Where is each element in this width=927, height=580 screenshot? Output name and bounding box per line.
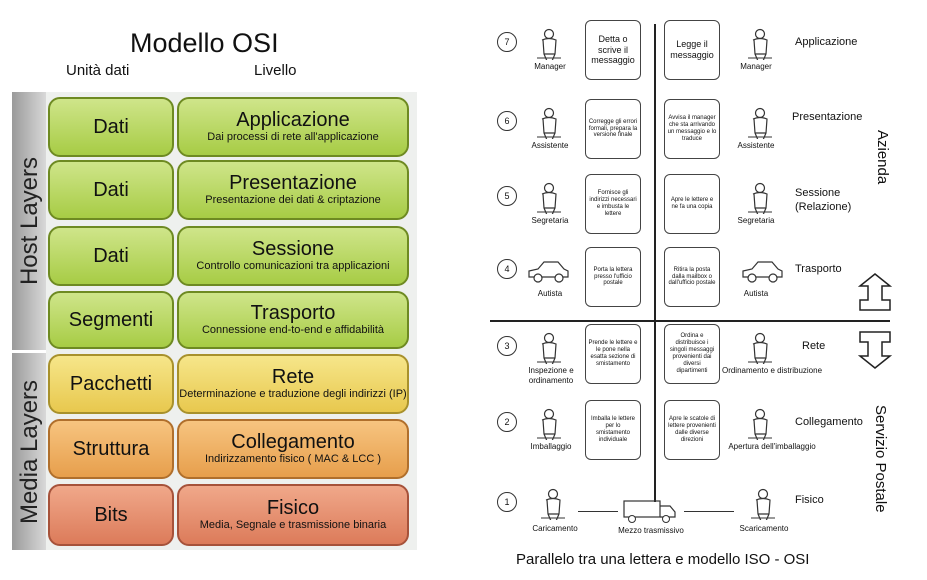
caption: Parallelo tra una lettera e modello ISO … [516,551,810,568]
horizontal-divider [490,320,890,322]
layer-description: Presentazione dei dati & criptazione [205,193,381,206]
left-task-box: Imballa le lettere per lo smistamento in… [585,400,641,460]
left-task-box: Porta la lettera presso l'ufficio postal… [585,247,641,307]
unit-cell: Dati [48,97,174,157]
down-arrow-icon [858,331,892,369]
left-figure-label: Manager [534,62,566,71]
person-icon [748,332,772,364]
row-number: 4 [497,259,517,279]
layer-description: Media, Segnale e trasmissione binaria [199,518,387,531]
person-icon [748,408,772,440]
layer-label: Fisico [795,494,824,506]
layer-label: Collegamento [795,416,863,428]
right-task-box: Ordina e distribuisce i singoli messaggi… [664,324,720,384]
layer-name: Applicazione [236,108,350,131]
person-icon [537,107,561,139]
left-task-box: Fornisce gli indirizzi necessari e imbus… [585,174,641,234]
person-icon [748,182,772,214]
layer-label: Rete [802,340,826,352]
unit-cell: Segmenti [48,291,174,349]
left-figure-label: Inspezione e ordinamento [528,366,574,385]
host-layers-label: Host Layers [12,92,48,350]
person-icon [751,488,775,520]
right-figure-label: Segretaria [737,216,775,225]
person-icon [748,107,772,139]
unit-cell: Bits [48,484,174,546]
right-task-box: Legge il messaggio [664,20,720,80]
left-task-box: Corregge gli errori formali, prepara la … [585,99,641,159]
left-figure-label: Caricamento [532,524,578,533]
layer-description: Controllo comunicazioni tra applicazioni [196,259,390,272]
layer-label: Applicazione [795,36,858,48]
up-arrow-icon [858,273,892,311]
layer-name: Collegamento [231,430,355,453]
person-icon [537,408,561,440]
left-task-box: Prende le lettere e le pone nella esatta… [585,324,641,384]
right-task-box: Apre le lettere e ne fa una copia [664,174,720,234]
layer-label: Presentazione [792,111,863,123]
transmission-arrow-right [684,511,734,512]
layer-label: Sessione (Relazione) [795,187,852,213]
right-figure-label: Apertura dell'imballaggio [728,442,816,451]
unit-cell: Dati [48,226,174,286]
vertical-divider [654,24,656,502]
row-number: 1 [497,492,517,512]
layer-name: Fisico [266,496,320,519]
right-figure-label: Scaricamento [739,524,789,533]
person-icon [537,28,561,60]
person-icon [537,182,561,214]
layer-description: Determinazione e traduzione degli indiri… [179,387,407,400]
layer-name: Presentazione [229,171,357,194]
car-icon [528,261,569,283]
transmission-arrow-left [578,511,618,512]
row-number: 7 [497,32,517,52]
person-icon [537,332,561,364]
car-icon [742,261,783,283]
right-figure-label: Ordinamento e distribuzione [721,366,823,375]
left-task-box: Detta o scrive il messaggio [585,20,641,80]
layer-description: Dai processi di rete all'applicazione [207,130,379,143]
left-figure-label: Imballaggio [530,442,572,451]
unit-header: Unità dati [66,62,130,79]
right-task-box: Apre le scatole di lettere provenienti d… [664,400,720,460]
person-icon [748,28,772,60]
level-header: Livello [254,62,297,79]
right-task-box: Ritira la posta dalla mailbox o dall'uff… [664,247,720,307]
left-figure-label: Segretaria [531,216,569,225]
unit-cell: Dati [48,160,174,220]
layer-name: Rete [271,365,315,388]
azienda-label: Azienda [874,130,891,185]
row-number: 5 [497,186,517,206]
row-number: 6 [497,111,517,131]
left-figure-label: Autista [537,289,563,298]
right-task-box: Avvisa il manager che sta arrivando un m… [664,99,720,159]
layer-label: Trasporto [795,263,842,275]
right-figure-label: Manager [740,62,772,71]
layer-name: Sessione [251,237,335,260]
servizio-postale-label: Servizio Postale [872,405,889,513]
unit-cell: Struttura [48,419,174,479]
truck-icon [623,500,676,523]
middle-figure-label: Mezzo trasmissivo [618,526,684,535]
right-figure-label: Assistente [737,141,775,150]
right-figure-label: Autista [743,289,769,298]
person-icon [541,488,565,520]
row-number: 2 [497,412,517,432]
left-title: Modello OSI [130,28,279,58]
media-layers-label: Media Layers [12,353,48,550]
layer-description: Connessione end-to-end e affidabilità [201,323,385,336]
unit-cell: Pacchetti [48,354,174,414]
left-figure-label: Assistente [531,141,569,150]
layer-name: Trasporto [250,301,336,324]
layer-description: Indirizzamento fisico ( MAC & LCC ) [204,452,382,465]
row-number: 3 [497,336,517,356]
